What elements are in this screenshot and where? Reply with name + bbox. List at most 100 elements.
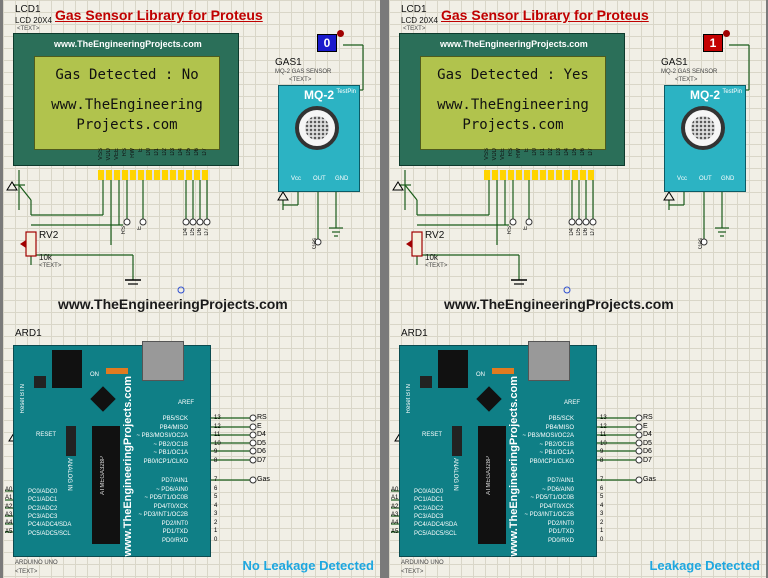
- analog-fn-1: PC1/ADC1: [28, 497, 58, 504]
- lcd-net-label-d6: D6: [197, 228, 203, 236]
- lcd-pin-label-d3: D3: [170, 148, 176, 156]
- diagram-title: Gas Sensor Library for Proteus: [441, 7, 649, 23]
- lcd-ref-label: LCD1: [15, 4, 41, 15]
- portd-num-7: 0: [600, 536, 604, 543]
- portb-fn-4: ~ PB1/OC1A: [539, 450, 574, 456]
- portd-num-7: 0: [214, 536, 218, 543]
- analog-fn-0: PC0/ADC0: [414, 489, 444, 495]
- portd-num-0: 7: [600, 477, 604, 483]
- analog-fn-5: PC5/ADC5/SCL: [414, 530, 457, 537]
- portd-num-6: 1: [600, 528, 604, 534]
- potentiometer-body: [411, 231, 423, 257]
- sensor-pin-gnd: GND: [721, 176, 735, 182]
- portd-fn-0: PD7/AIN1: [161, 478, 188, 484]
- diode-icon: [452, 426, 462, 456]
- portb-num-4: 9: [600, 449, 604, 455]
- portd-fn-3: PD4/T0/XCK: [539, 503, 574, 510]
- portd-fn-2: ~ PD5/T1/OC0B: [530, 495, 574, 501]
- analog-fn-3: PC3/ADC3: [414, 513, 444, 520]
- lcd-pin-label-d5: D5: [186, 148, 192, 156]
- terminal-10: [635, 439, 643, 447]
- diode-icon: [66, 426, 76, 456]
- lcd-pin-label-vss: VSS: [98, 148, 104, 161]
- reset-btn-label: Reset BTN: [20, 384, 26, 414]
- portb-net-2: D4: [257, 431, 266, 438]
- portb-fn-1: PB4/MISO: [545, 424, 574, 431]
- portb-fn-3: ~ PB2/OC1B: [539, 441, 574, 448]
- terminal-13: [635, 476, 643, 484]
- portb-fn-2: ~ PB3/MOSI/OC2A: [522, 433, 574, 439]
- portb-net-1: E: [257, 422, 262, 430]
- sensor-pin-out: OUT: [699, 176, 712, 182]
- wire-2: [18, 184, 32, 201]
- lcd-pin-label-rs: RS: [508, 148, 514, 157]
- portd-fn-6: PD1/TXD: [548, 529, 574, 535]
- lcd-line-3: Projects.com: [76, 117, 178, 133]
- gas-ref-label: GAS1: [275, 57, 302, 68]
- sensor-title: MQ-2: [304, 88, 334, 102]
- portd-num-4: 3: [600, 511, 604, 517]
- analog-in-label: ANALOG IN: [66, 458, 72, 491]
- analog-fn-1: PC1/ADC1: [414, 497, 444, 504]
- lcd-net-label-d5: D5: [576, 228, 582, 236]
- portb-net-4: D6: [643, 448, 652, 455]
- lcd-ref-label: LCD1: [401, 4, 427, 15]
- analog-pin-a2: A2: [5, 503, 13, 510]
- terminal-8: [249, 423, 257, 431]
- terminal-8: [635, 423, 643, 431]
- portd-fn-1: ~ PD6/AIN0: [156, 486, 188, 493]
- power-arrow-sensor: [663, 191, 675, 201]
- lcd-net-label-d7: D7: [204, 228, 210, 236]
- analog-fn-2: PC2/ADC2: [414, 505, 444, 512]
- lcd-line-1: Gas Detected : No: [55, 67, 199, 83]
- atmega-label: ATMEGA328P: [100, 456, 106, 495]
- lcd-header-url: www.TheEngineeringProjects.com: [54, 39, 202, 49]
- sensor-testpin-label: TestPin: [336, 89, 356, 95]
- gas-net-label: Gas: [257, 476, 270, 483]
- lcd-pin-header: [484, 170, 596, 180]
- analog-pin-a4: A4: [5, 520, 13, 527]
- mcu-diamond-icon: [476, 386, 502, 412]
- origin-marker: [177, 286, 185, 294]
- portb-num-2: 11: [214, 432, 221, 438]
- lcd-net-label-d7: D7: [590, 228, 596, 236]
- portd-num-3: 4: [214, 502, 218, 509]
- portb-num-2: 11: [600, 432, 607, 438]
- reset-btn-label: Reset BTN: [406, 384, 412, 414]
- lcd-text-tag: <TEXT>: [403, 26, 426, 32]
- terminal-9: [635, 431, 643, 439]
- sensor-gnd-net: Gas: [698, 238, 704, 250]
- logic-state-toggle[interactable]: 1: [703, 34, 723, 52]
- analog-pin-a4: A4: [391, 520, 399, 527]
- gas-text-tag: <TEXT>: [675, 77, 698, 83]
- sensor-testpin-label: TestPin: [722, 89, 742, 95]
- portb-fn-1: PB4/MISO: [159, 424, 188, 431]
- lcd-pin-label-d6: D6: [194, 148, 200, 156]
- terminal-6: [314, 238, 322, 246]
- pot-ref-label: RV2: [39, 230, 59, 241]
- reset-button-icon[interactable]: [34, 376, 46, 388]
- gas-text-tag: <TEXT>: [289, 77, 312, 83]
- analog-pin-a0: A0: [391, 487, 399, 493]
- logic-state-toggle[interactable]: 0: [317, 34, 337, 52]
- on-label: ON: [476, 372, 485, 378]
- portb-num-1: 12: [214, 423, 221, 430]
- gas-net-label: Gas: [643, 476, 656, 483]
- sensor-pin-gnd: GND: [335, 176, 349, 182]
- lcd-model-label: LCD 20X4: [15, 16, 52, 25]
- diagram-title: Gas Sensor Library for Proteus: [55, 7, 263, 23]
- analog-pin-a5: A5: [5, 528, 13, 535]
- pot-value-label: 10k: [425, 253, 438, 262]
- reset-button-icon[interactable]: [420, 376, 432, 388]
- potentiometer-wiper: [406, 240, 412, 248]
- portb-net-1: E: [643, 422, 648, 430]
- terminal-5: [203, 218, 211, 226]
- lcd-header-url: www.TheEngineeringProjects.com: [440, 39, 588, 49]
- analog-pin-a3: A3: [5, 511, 13, 518]
- terminal-1: [139, 218, 147, 226]
- lcd-net-label-e: E: [137, 226, 143, 231]
- lcd-pin-label-d7: D7: [588, 148, 594, 156]
